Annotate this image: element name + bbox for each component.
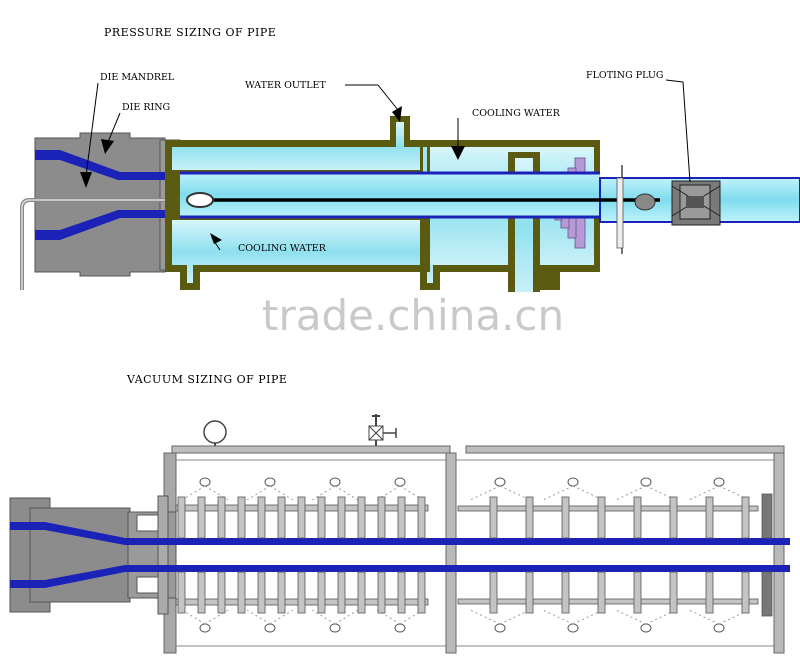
- vacuum-tank: [163, 445, 785, 654]
- water-outlet-arrow: [377, 84, 399, 111]
- water-outlet-arrowhead: [392, 106, 402, 122]
- vacuum-sizing-title: VACUUM SIZING OF PIPE: [126, 373, 287, 386]
- floting-plug-leader-a: [665, 79, 684, 83]
- sizing-sleeve-rings: [175, 496, 429, 614]
- valve-icon: [368, 414, 397, 448]
- cooling-water-top-arrowhead: [451, 146, 465, 160]
- die-mandrel-arrow: [85, 82, 99, 177]
- die-mandrel-arrowhead: [80, 172, 92, 188]
- die-ring-label: DIE RING: [122, 102, 170, 113]
- vacuum-die-head: [9, 495, 177, 615]
- cooling-water-bottom-arrowhead: [210, 233, 222, 244]
- cooling-water-bottom-label: COOLING WATER: [238, 243, 327, 254]
- vacuum-sizing-section: VACUUM SIZING OF PIPE: [9, 373, 790, 654]
- floting-plug-leader-b: [682, 81, 691, 183]
- pressure-pipe: [180, 165, 800, 254]
- floting-plug-label: FLOTING PLUG: [586, 70, 663, 81]
- pressure-sizing-title: PRESSURE SIZING OF PIPE: [104, 26, 276, 39]
- die-head: [20, 132, 181, 290]
- die-ring-arrow: [107, 112, 121, 143]
- pressure-sizing-section: PRESSURE SIZING OF PIPE DIE MANDREL DIE …: [20, 26, 800, 292]
- vacuum-pipe: [130, 538, 790, 572]
- water-outlet-label: WATER OUTLET: [245, 80, 326, 91]
- die-ring-arrowhead: [101, 139, 114, 154]
- watermark-text: trade.china.cn: [262, 291, 564, 340]
- support-rings: [457, 493, 773, 617]
- die-mandrel-label: DIE MANDREL: [100, 72, 175, 83]
- pressure-gauge-icon: [203, 420, 227, 448]
- cooling-water-top-label: COOLING WATER: [472, 108, 561, 119]
